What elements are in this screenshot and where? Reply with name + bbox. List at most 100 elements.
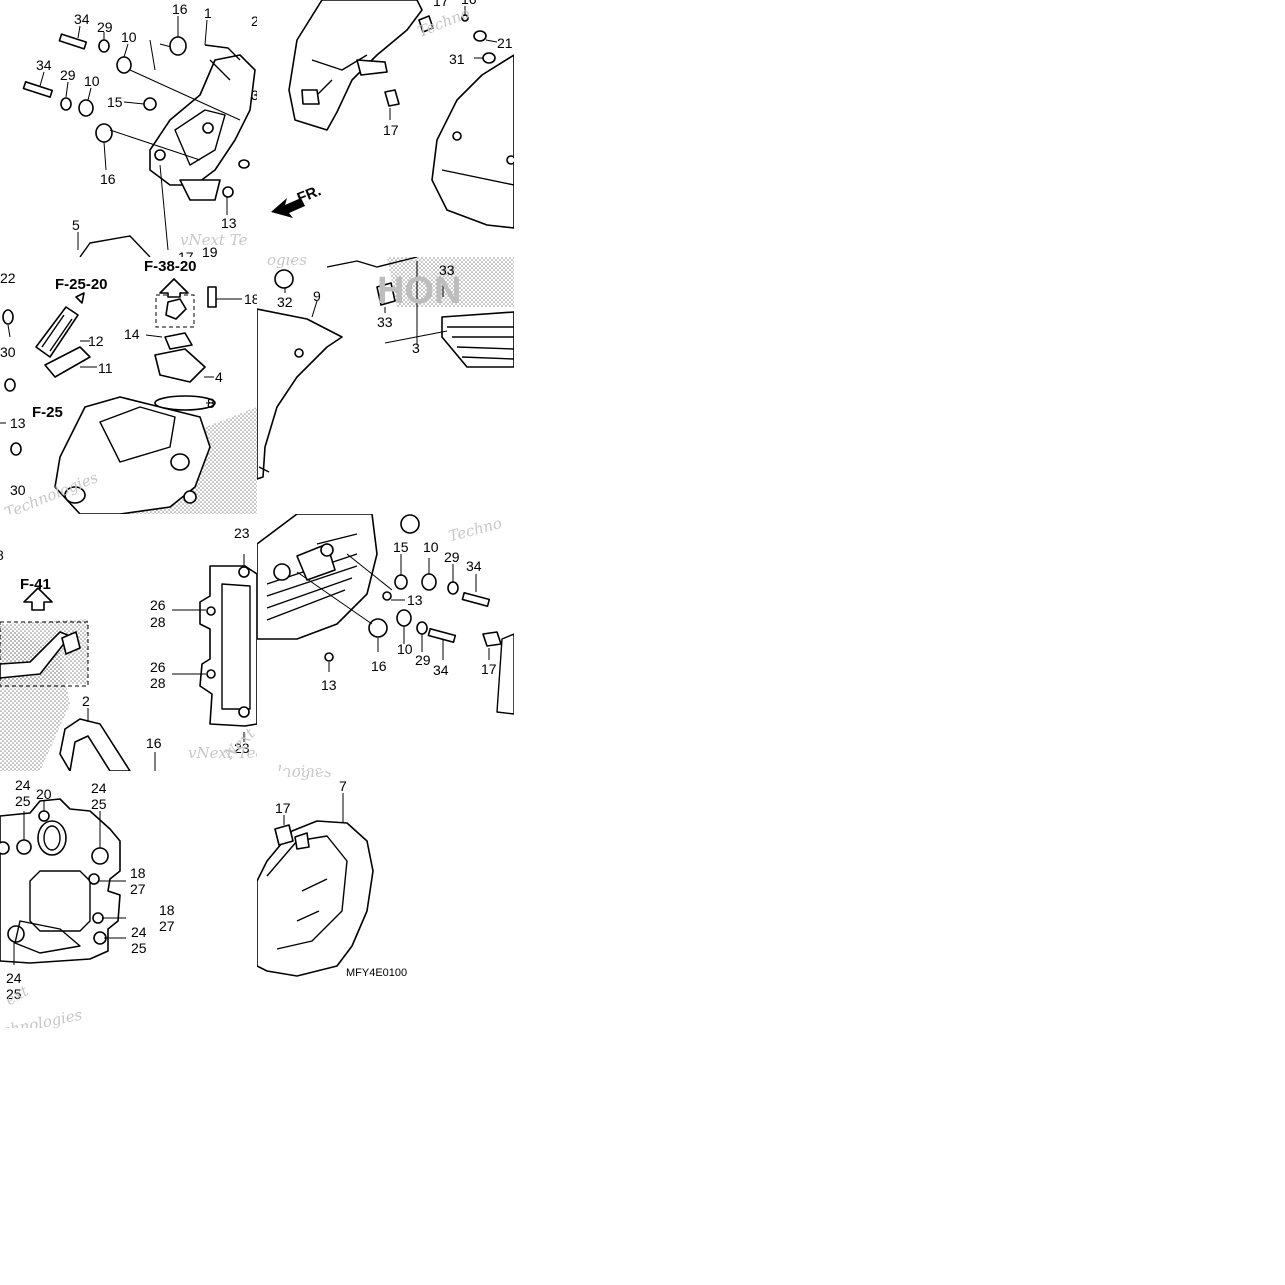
callout: 27 xyxy=(130,881,146,897)
leader-lines xyxy=(39,16,228,250)
callout: 24 xyxy=(131,924,147,940)
side-cover-7 xyxy=(257,820,374,977)
callout: 34 xyxy=(36,57,52,73)
callout: 14 xyxy=(124,326,140,342)
callout: 13 xyxy=(407,592,423,608)
callout: 2 xyxy=(251,13,257,29)
callout: 26 xyxy=(150,597,166,613)
fastener-row-lower xyxy=(296,571,502,662)
callout: 16 xyxy=(100,171,116,187)
callout: 23 xyxy=(234,740,250,756)
callout: 34 xyxy=(433,662,449,678)
callout: 15 xyxy=(393,539,409,555)
grommets xyxy=(274,257,418,306)
callout: 10 xyxy=(84,73,100,89)
reference-labels: F-25-20 F-38-20 F-25 xyxy=(32,258,197,421)
hose-fitting xyxy=(35,292,91,378)
callout: 13 xyxy=(10,415,26,431)
callout: 32 xyxy=(277,294,293,310)
callout-numbers: 15 10 29 34 13 16 10 29 34 17 13 xyxy=(321,539,497,693)
reference-labels: F-41 xyxy=(20,576,51,593)
callout: 31 xyxy=(449,51,465,67)
watermark: vNext Te xyxy=(180,231,248,249)
callout: 10 xyxy=(423,539,439,555)
watermark: Techno xyxy=(415,4,472,41)
leader-lines xyxy=(0,298,242,424)
watermark: Techno xyxy=(446,514,503,545)
watermark: logies xyxy=(277,762,322,771)
tile-pipe-gasket: F-41 8 2 16 23 26 28 26 28 23 vNext Tec … xyxy=(0,514,257,771)
dashed-box xyxy=(0,587,89,687)
engine-fins xyxy=(387,257,514,368)
callout: 16 xyxy=(172,1,188,17)
callout: 25 xyxy=(15,793,31,809)
callout: 12 xyxy=(88,333,104,349)
callout: 15 xyxy=(107,94,123,110)
clip-17 xyxy=(274,824,310,850)
callout: 29 xyxy=(415,652,431,668)
callout: 24 xyxy=(91,780,107,796)
gasket-plate xyxy=(199,565,257,727)
tile-bracket-assembly: 34 29 10 16 1 34 29 10 15 16 5 13 17 19 … xyxy=(0,0,257,257)
callout: 16 xyxy=(146,735,162,751)
callout: 30 xyxy=(0,344,16,360)
brand-mark: HON xyxy=(377,270,461,312)
callout: 16 xyxy=(461,0,477,7)
leader-lines xyxy=(87,554,245,771)
callout: 21 xyxy=(497,35,513,51)
callout-numbers: 17 16 21 31 17 xyxy=(383,0,513,138)
callout: 18 xyxy=(244,291,257,307)
callout-numbers: 22 12 11 30 13 30 14 18 4 8 xyxy=(0,270,257,498)
watermark: chnologies xyxy=(0,1005,84,1028)
callout: 19 xyxy=(202,244,218,257)
callout: 22 xyxy=(0,270,16,286)
tile-side-panel: HON 32 9 33 33 3 ogies xyxy=(257,257,514,514)
callout: 26 xyxy=(150,659,166,675)
tile-cover-front: FR. 17 16 21 31 17 Techno xyxy=(257,0,514,257)
housing-body xyxy=(54,396,211,514)
callout: 4 xyxy=(215,369,223,385)
bracket-drawing xyxy=(149,39,256,251)
callout: 29 xyxy=(444,549,460,565)
callout: 34 xyxy=(466,558,482,574)
fastener-row-upper xyxy=(346,514,491,608)
fr-label: FR. xyxy=(295,182,324,207)
drawing-code: MFY4E0100 xyxy=(346,967,407,979)
fastener-stack-lower xyxy=(22,81,201,161)
callout: 9 xyxy=(313,288,321,304)
watermark: logies xyxy=(287,771,332,781)
ref-label: F-25-20 xyxy=(55,276,108,293)
small-fasteners xyxy=(384,14,496,107)
panel xyxy=(257,308,343,480)
callout-numbers: 24 25 20 24 25 18 27 18 27 24 25 24 25 xyxy=(6,777,175,1002)
dashed-box xyxy=(155,278,195,328)
watermark: vNext Tec xyxy=(188,744,257,762)
callout: 1 xyxy=(204,5,212,21)
callout: 11 xyxy=(98,360,113,376)
watermark: ogies xyxy=(267,257,307,269)
leader-lines xyxy=(389,6,498,120)
callout-numbers: 17 7 xyxy=(275,778,347,816)
callout: 10 xyxy=(121,29,137,45)
callout: 17 xyxy=(433,0,449,9)
brand-text: HON xyxy=(377,270,461,312)
callout-numbers: 32 9 33 33 3 xyxy=(277,262,455,356)
ref-label: F-38-20 xyxy=(144,258,197,275)
callout: 10 xyxy=(397,641,413,657)
callout: 17 xyxy=(178,249,194,257)
tile-water-housing: F-25-20 F-38-20 F-25 22 12 11 30 13 30 1… xyxy=(0,257,257,514)
tile-cylinder-side: 15 10 29 34 13 16 10 29 34 17 13 Techno … xyxy=(257,514,514,771)
callout: 28 xyxy=(150,614,166,630)
callout: 8 xyxy=(0,547,4,563)
thermostat-cap xyxy=(154,286,217,411)
tile-manifold-gasket: 24 25 20 24 25 18 27 18 27 24 25 24 25 e… xyxy=(0,771,257,1028)
front-arrow: FR. xyxy=(271,182,324,218)
tile-side-cover: 17 7 MFY4E0100 logies xyxy=(257,771,514,1028)
callout-numbers: 8 2 16 23 26 28 26 28 23 xyxy=(0,525,250,756)
fastener-stack-upper xyxy=(58,33,241,121)
ref-label: F-25 xyxy=(32,404,63,421)
callout: 20 xyxy=(36,786,52,802)
leader-lines xyxy=(283,793,344,825)
callout: 25 xyxy=(91,796,107,812)
